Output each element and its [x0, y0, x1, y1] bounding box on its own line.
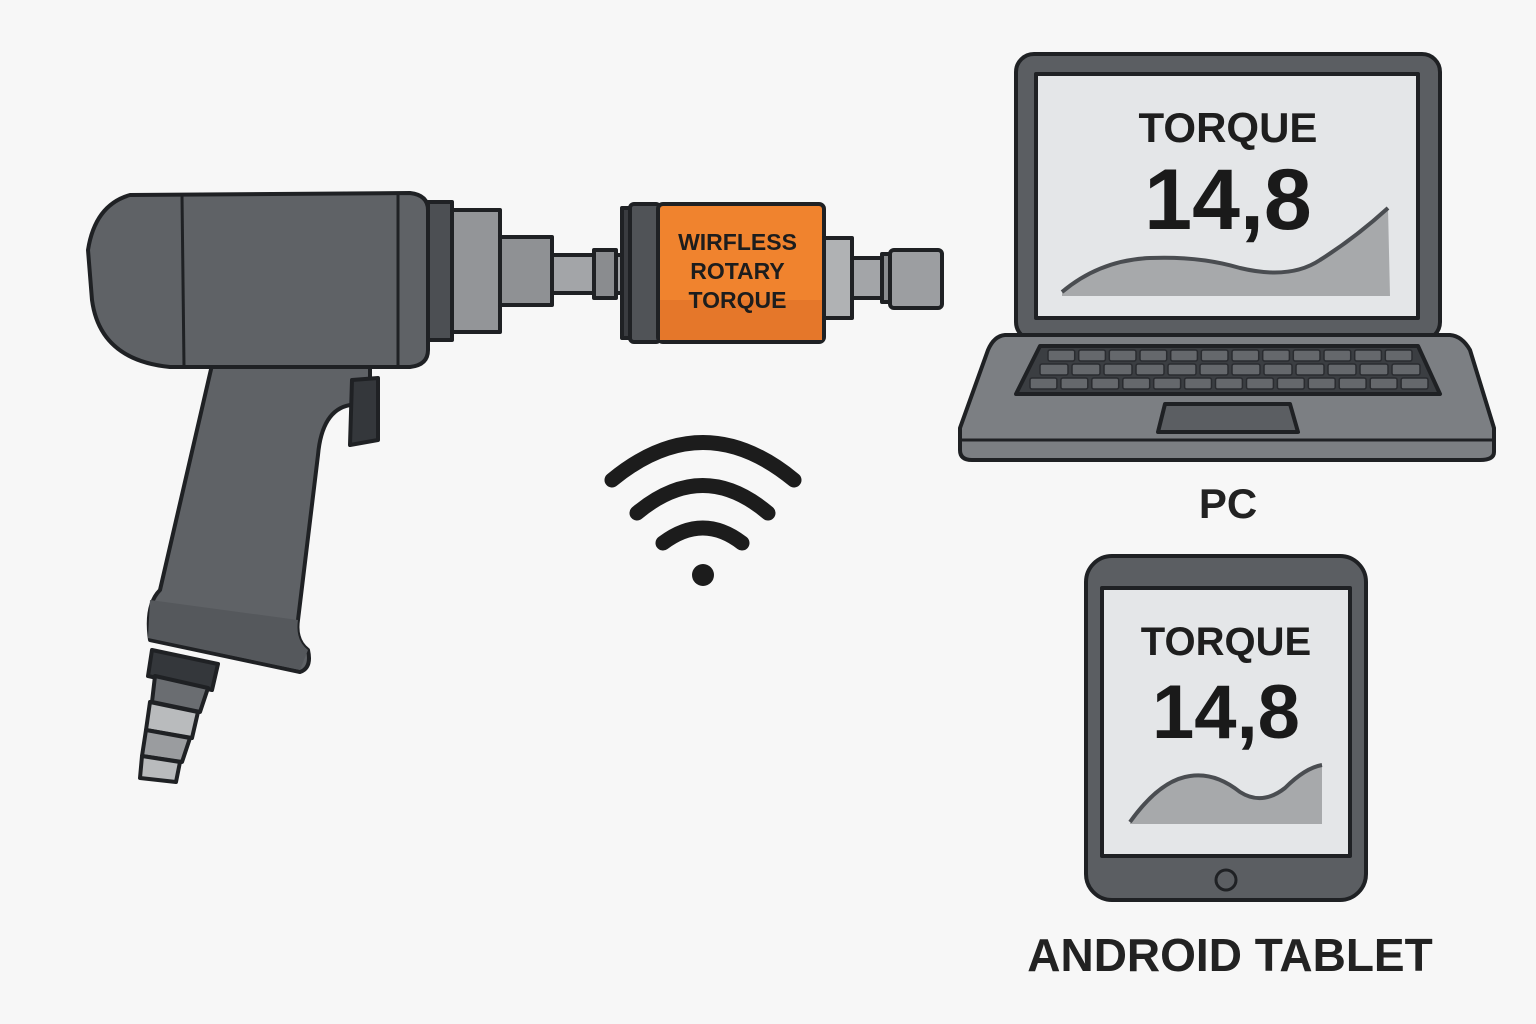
output-socket: [888, 248, 944, 310]
tool-trigger: [348, 376, 380, 447]
sensor-label-line-2: ROTARY: [690, 258, 785, 284]
tool-handle-base: [148, 600, 308, 670]
tablet-label: ANDROID TABLET: [1027, 929, 1433, 981]
tablet-screen-value: 14,8: [1152, 670, 1300, 755]
tablet: [1084, 554, 1368, 902]
sensor-label: WIRFLESS ROTARY TORQUE: [630, 228, 845, 315]
tablet-home-button: [1214, 868, 1238, 892]
tool-air-inlet: [146, 648, 220, 692]
laptop-screen-title: TORQUE: [1138, 104, 1318, 151]
laptop-chart-area: [1062, 208, 1390, 296]
tablet-chart-line: [1128, 763, 1323, 824]
keyboard-keys: [1029, 349, 1429, 390]
laptop-chart-line: [1060, 206, 1390, 294]
pneumatic-tool: [86, 191, 554, 784]
sensor-label-line-1: WIRFLESS: [678, 229, 797, 255]
sensor-assembly: [550, 202, 944, 344]
sensor-label-line-3: TORQUE: [688, 287, 787, 313]
tool-collar: [426, 200, 454, 342]
wifi-icon: [604, 435, 802, 586]
laptop-screen-value: 14,8: [1144, 152, 1312, 248]
pc-label: PC: [1198, 480, 1258, 527]
tablet-screen-title: TORQUE: [1140, 620, 1312, 664]
laptop: [958, 52, 1496, 462]
tool-body: [86, 191, 430, 369]
trackpad: [1156, 402, 1300, 434]
